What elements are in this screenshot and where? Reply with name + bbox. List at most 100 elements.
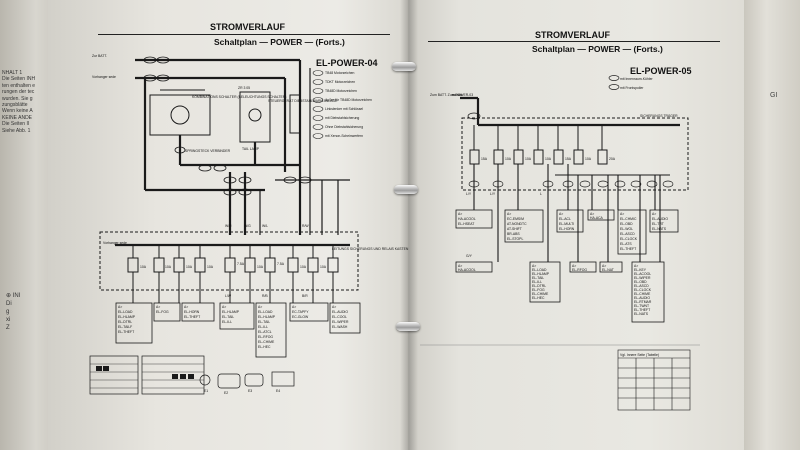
diagram-text: EL-HLAMP <box>118 315 136 319</box>
diagram-text: EL-CHIME <box>258 340 275 344</box>
right-ref-box-7-text: A> EL-LOAD EL-HLAMP EL-TAIL EL-ILL EL-DT… <box>532 264 550 300</box>
right-wire-0: L/Y <box>466 192 472 196</box>
diagram-text: A> <box>602 264 606 268</box>
left-fuse-label-8: 10A <box>320 265 327 269</box>
diagram-text: A> <box>590 212 594 216</box>
diagram-text: EL-DTRL <box>532 284 546 288</box>
diagram-text: EL-RFOG <box>572 268 587 272</box>
diagram-text: EL-CHMIC <box>620 217 637 221</box>
combination-switch-label: KOMBINATIONS SCHALTER (BELEUCHTUNGS SCHA… <box>192 95 286 99</box>
previous-page-text: NHALT 1 Die Seiten INH ten enthalten e r… <box>2 70 36 134</box>
left-table-grid <box>90 363 204 389</box>
right-ref-box-9-text: A> EL-NAT <box>602 264 614 272</box>
diagram-text: HA-ACOOL <box>458 217 476 221</box>
left-fuse-label-4: 7.5A <box>237 262 245 266</box>
left-ref-box-0-text: A> EL-LOAD EL-HLAMP EL-DTRL EL-TAILF EL-… <box>118 305 136 334</box>
left-fuse-label-5: 10A <box>257 265 264 269</box>
page-stack-edge <box>744 0 800 450</box>
right-section-title: STROMVERLAUF <box>535 30 610 40</box>
diagram-text: EL-TWNT <box>634 304 649 308</box>
diagram-text: EL-TAIL <box>222 315 234 319</box>
diagram-text: EL-CLOCK <box>634 288 652 292</box>
left-subtitle: Schaltplan — POWER — (Forts.) <box>214 37 345 47</box>
diagram-text: EL-ACOOL <box>634 272 651 276</box>
diagram-text: A> <box>292 305 296 309</box>
right-ref-box-3-text: A> HA-ACA <box>590 212 604 220</box>
diagram-text: A> <box>458 212 462 216</box>
diagram-text: A> <box>532 264 536 268</box>
diagram-text: EL-ASCD <box>634 284 649 288</box>
left-fuse-label-6: 7.5A <box>277 262 285 266</box>
left-conn-code-2: E3 <box>248 389 252 393</box>
diagram-text: EL-TRT <box>652 222 664 226</box>
right-ref-box-2-text: A> EL-ACL EL-MULTI EL-HORN <box>559 212 575 231</box>
diagram-text: A> <box>634 264 638 268</box>
diagram-text: A> <box>559 212 563 216</box>
left-header-rule <box>98 34 390 36</box>
diagram-text: EL-HORN <box>559 227 575 231</box>
left-fuse-box-label: LEITUNGS SICHERUNGS UND RELAIS KASTEN <box>332 247 409 251</box>
diagram-text: EL-FOG <box>156 310 169 314</box>
left-fuse-label-1: 10A <box>165 265 172 269</box>
right-ref-boxes <box>455 209 679 323</box>
left-connector-tables <box>89 355 295 395</box>
diagram-text: EL-TAIL <box>532 276 544 280</box>
diagram-text: EL-RFOG <box>258 335 273 339</box>
left-ref-boxes <box>115 302 361 358</box>
left-wire-2: W/L <box>262 224 268 228</box>
diagram-text: A> <box>620 212 624 216</box>
right-ref-box-1-text: A> EC-EMS/M AT-NONDTC AT-SHIFT BR-ABS EL… <box>507 212 527 241</box>
connector-label: SPRINGSTECK VERBINDER <box>185 149 231 153</box>
diagram-text: EL-MULTI <box>559 222 574 226</box>
right-legend-1: mit Frontspoiler <box>620 86 644 90</box>
diagram-text: A> <box>222 305 226 309</box>
left-conn-code-1: E2 <box>224 391 228 395</box>
left-legend-3: Außer für TB48D Motorzeichen <box>325 98 372 102</box>
diagram-text: EL-ILL <box>222 320 232 324</box>
right-drop-lines <box>473 164 670 262</box>
diagram-text: EL-LOAD <box>532 268 547 272</box>
diagram-text: EL-WASH <box>332 325 348 329</box>
diagram-text: EL-THEFT <box>634 308 650 312</box>
left-legend-4: Linkslenker mit Schlüssel <box>325 107 363 111</box>
diagram-text: EL-OBD <box>620 222 633 226</box>
diagram-text: EL-ATCL <box>258 330 272 334</box>
left-wire-5: R/B <box>262 294 268 298</box>
right-connector-table <box>617 349 691 411</box>
diagram-text: A> <box>652 212 656 216</box>
diagram-text: EL-THEFT <box>620 247 636 251</box>
right-ref-box-10-text: A> EL-KEY EL-ACOOL EL-WIPER EL-OBD EL-AS… <box>634 264 652 316</box>
diagram-text: EL-ASCD <box>620 232 635 236</box>
left-conn-code-3: E4 <box>276 389 280 393</box>
right-source-label: Zum BATT. Zum POWER-03 <box>430 93 473 97</box>
diagram-text: A> <box>458 264 462 268</box>
diagram-text: EL-WIPER <box>332 320 349 324</box>
diagram-text: EL-HSEAT <box>458 222 474 226</box>
binder-ring-bottom <box>396 322 420 331</box>
diagram-text: EL-STOPL <box>507 237 523 241</box>
diagram-text: EL-NAT <box>602 268 614 272</box>
diagram-text: AT-NONDTC <box>507 222 527 226</box>
right-ref-box-5-text: A> EL-AUDIO EL-TRT EL-NATS <box>652 212 668 231</box>
right-upper-box-label: SICHERUNGS TRÄGER <box>640 114 678 118</box>
diagram-text: EL-ILL <box>258 325 268 329</box>
right-fuse-label-4: 15A <box>565 157 572 161</box>
left-legend-1: TDKT Motorzeichen <box>325 80 355 84</box>
diagram-text: EL-THEFT <box>184 315 200 319</box>
diagram-text: EL-COOL <box>332 315 347 319</box>
diagram-text: EL-ILL <box>532 280 542 284</box>
right-fuse-label-2: 10A <box>525 157 532 161</box>
diagram-text: A> <box>507 212 511 216</box>
binder-gutter <box>400 0 418 450</box>
diagram-text: EL-LOAD <box>258 310 273 314</box>
diagram-text: EL-THEFT <box>118 330 134 334</box>
left-fuse-vorhang: Vorhanger sede <box>103 241 127 245</box>
right-fuse-label-6: 20A <box>609 157 616 161</box>
left-ref-box-5-text: A> EC-TAPFY EC-GLOW <box>292 305 309 319</box>
diagram-text: A> <box>332 305 336 309</box>
right-fuse-label-1: 10A <box>505 157 512 161</box>
diagram-text: EL-DTRL <box>118 320 132 324</box>
left-wire-3: R/W <box>302 224 309 228</box>
left-wire-1: W/G <box>244 224 251 228</box>
right-table-title: Vgl. Innere Seite (Tabelle) <box>620 353 659 357</box>
